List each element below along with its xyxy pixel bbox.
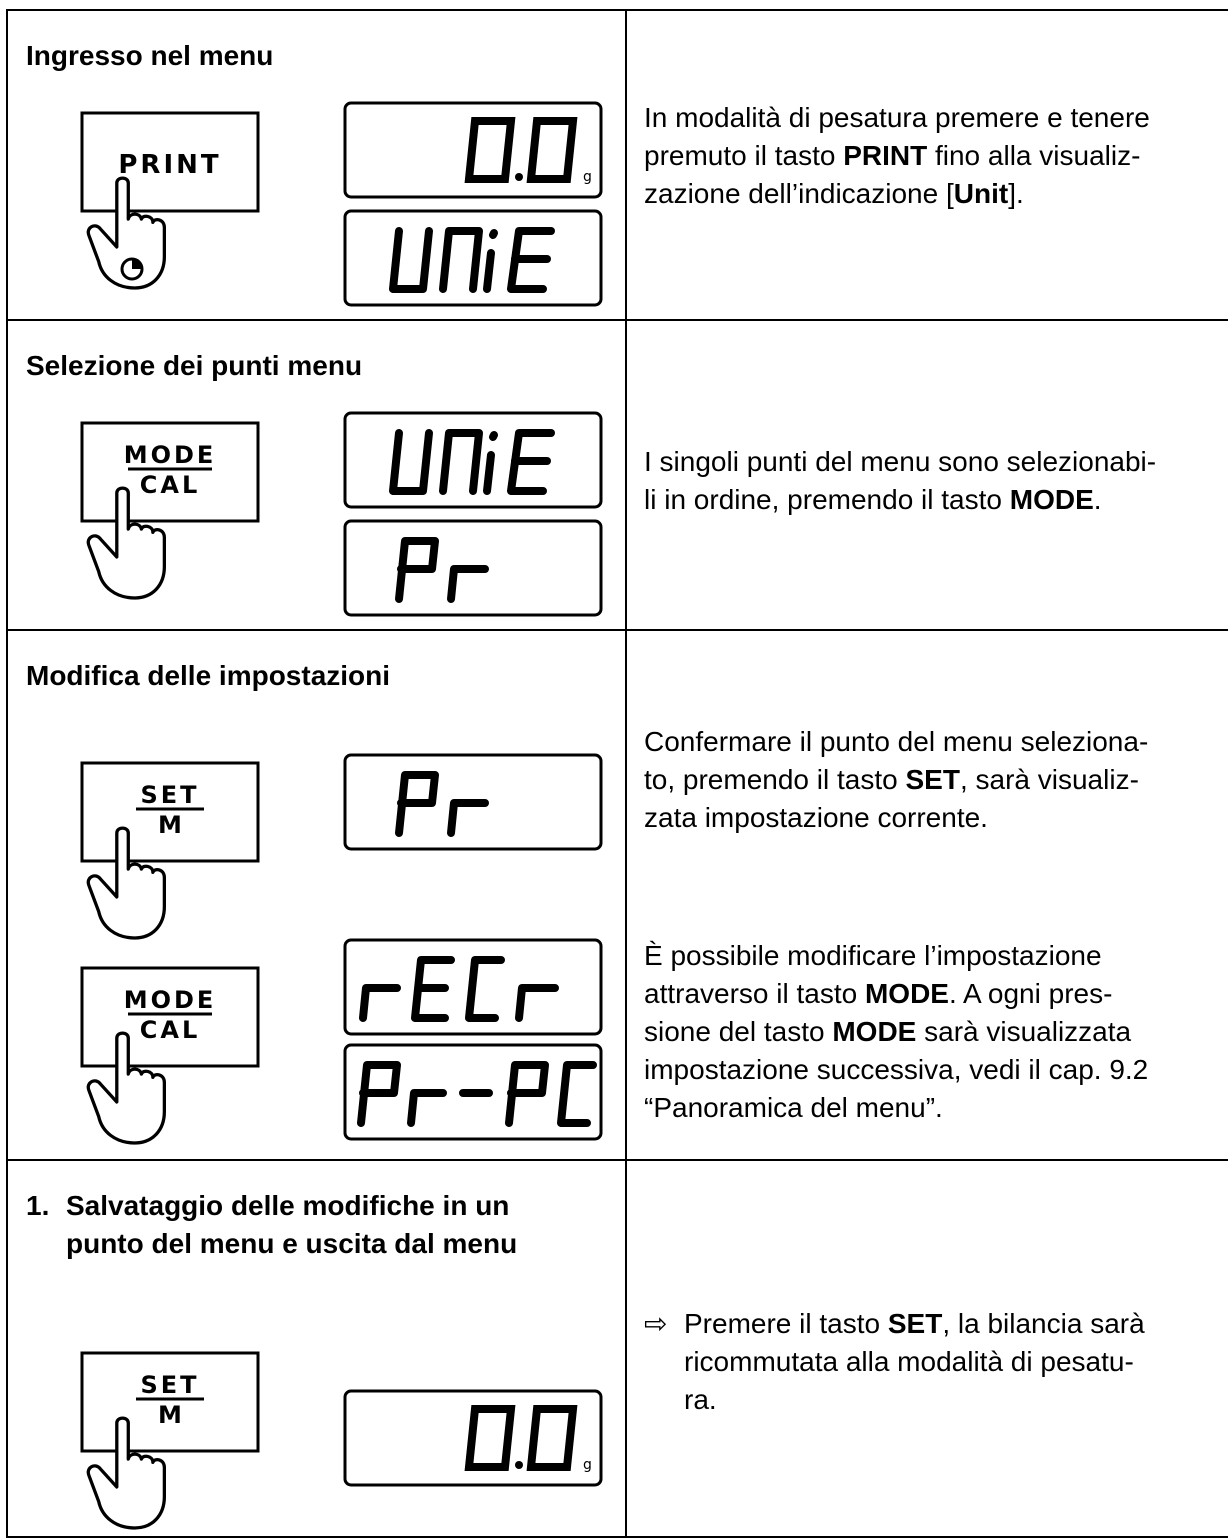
column-divider xyxy=(625,321,627,631)
key-label: PRINT xyxy=(118,150,221,180)
mode-cal-key-graphic: MODE CAL xyxy=(80,966,260,1145)
display-pr xyxy=(343,753,603,851)
column-divider xyxy=(625,1161,627,1536)
section-title: Selezione dei punti menu xyxy=(26,350,363,381)
section-title: Ingresso nel menu xyxy=(26,40,274,71)
display-weight: g xyxy=(343,101,603,199)
section-enter-menu: Ingresso nel menu PRINT g xyxy=(6,9,1228,321)
svg-text:CAL: CAL xyxy=(140,1016,200,1044)
section-description: I singoli punti del menu sono selezionab… xyxy=(644,446,1157,515)
svg-text:SET: SET xyxy=(140,1371,199,1399)
svg-text:M: M xyxy=(158,1401,182,1429)
display-unit xyxy=(343,411,603,509)
section-description-change: È possibile modificare l’impostazione at… xyxy=(644,940,1149,1123)
svg-text:g: g xyxy=(583,1457,592,1473)
svg-text:g: g xyxy=(583,169,592,185)
mode-cal-key[interactable]: MODE CAL xyxy=(80,421,260,601)
arrow-right-icon: ⇨ xyxy=(644,1308,668,1339)
section-description: ⇨Premere il tasto SET, la bilancia sarà … xyxy=(644,1305,1228,1419)
set-m-key-graphic: SET M xyxy=(80,761,260,940)
set-m-key[interactable]: SET M xyxy=(80,1351,260,1531)
mode-cal-key-graphic: MODE CAL xyxy=(80,421,260,600)
column-divider xyxy=(625,11,627,321)
mode-cal-key[interactable]: MODE CAL xyxy=(80,966,260,1146)
instruction-table: Ingresso nel menu PRINT g xyxy=(6,9,1228,1538)
section-title: Modifica delle impostazioni xyxy=(26,660,391,691)
set-m-key-graphic: SET M xyxy=(80,1351,260,1530)
svg-text:MODE: MODE xyxy=(124,441,217,469)
svg-text:MODE: MODE xyxy=(124,986,217,1014)
print-key[interactable]: PRINT xyxy=(80,111,260,291)
column-divider xyxy=(625,631,627,1161)
section-description-confirm: Confermare il punto del menu seleziona- … xyxy=(644,726,1149,833)
print-key-graphic: PRINT xyxy=(80,111,260,290)
svg-text:SET: SET xyxy=(140,781,199,809)
section-title: 1.Salvataggio delle modifiche in un punt… xyxy=(26,1190,518,1259)
set-m-key[interactable]: SET M xyxy=(80,761,260,941)
section-modify-settings: Modifica delle impostazioni SET M xyxy=(6,629,1228,1161)
section-description: In modalità di pesatura premere e tenere… xyxy=(644,102,1150,209)
display-recr xyxy=(343,938,603,1036)
svg-text:CAL: CAL xyxy=(140,471,200,499)
svg-text:M: M xyxy=(158,811,182,839)
section-select-menu-items: Selezione dei punti menu MODE CAL xyxy=(6,319,1228,631)
display-weight: g xyxy=(343,1389,603,1487)
display-pr xyxy=(343,519,603,617)
display-unit xyxy=(343,209,603,307)
section-save-and-exit: 1.Salvataggio delle modifiche in un punt… xyxy=(6,1159,1228,1538)
display-prpc xyxy=(343,1043,603,1141)
